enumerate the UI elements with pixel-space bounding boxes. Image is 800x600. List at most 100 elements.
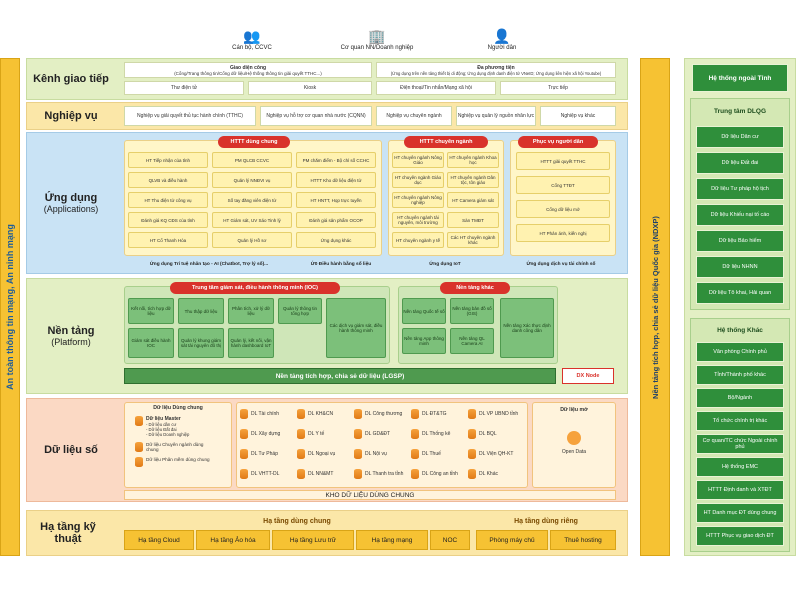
dulieu-nganh-label: DL Nội vụ	[365, 451, 387, 457]
hatang-item: NOC	[430, 530, 470, 550]
httt-dungchung-item: HT HNTT, Họp trực tuyến	[296, 192, 376, 208]
dc-item: Dữ liệu Phân mềm dùng chung	[146, 457, 210, 462]
dulieu-nganh-label: DL NN&MT	[308, 471, 334, 477]
kenh-dp-title: Đa phương tiện	[477, 64, 515, 71]
row-title: Kênh giao tiếp	[33, 73, 109, 85]
dulieu-nganh-label: DL Khác	[479, 471, 498, 477]
httt-dungchung-item: HTTT Kho dữ liệu điện tử	[296, 172, 376, 188]
ioc-item: Các dịch vụ giám sát, điều hành thông mi…	[326, 298, 386, 358]
database-icon	[411, 449, 419, 459]
dulieu-nganh-label: DL Tài chính	[251, 411, 280, 417]
dc-sub: - Dữ liệu Đất đai	[146, 427, 177, 432]
dulieu-mo-title: Dữ liệu mở	[560, 407, 588, 413]
dulieu-mo-panel: Dữ liệu mở Open Data	[532, 402, 616, 488]
hatang-item: Hạ tầng mạng	[356, 530, 428, 550]
dulieu-nganh-item: DL Thuế	[411, 448, 467, 460]
dulieu-nganh-item: DL VHTT-DL	[240, 468, 296, 480]
people-icon: 👥	[243, 28, 261, 44]
dulieu-dungchung-panel: Dữ liệu Dùng chung Dữ liệu Master- Dữ li…	[124, 402, 232, 488]
httt-dungchung-item: Ứng dụng khác	[296, 232, 376, 248]
nghiep-item: Nghiệp vụ chuyên ngành	[376, 106, 452, 126]
phucvu-title: Phục vụ người dân	[518, 136, 598, 148]
database-icon	[135, 416, 143, 426]
actor-nguoidan: 👤 Người dân	[472, 28, 532, 52]
database-icon	[297, 469, 305, 479]
ioc-item: Kết nối, tích hợp dữ liệu	[128, 298, 174, 324]
dulieu-nganh-item: DL Y tế	[297, 428, 353, 440]
httt-dungchung-item: HT Thu điện tử công vụ	[128, 192, 208, 208]
phucvu-item: Cổng TTĐT	[516, 176, 610, 194]
httt-dungchung-item: Quản lý NNĐVI vụ	[212, 172, 292, 188]
httt-dungchung-item: Quản lý Hồ sơ	[212, 232, 292, 248]
dulieu-nganh-label: DL Ngoại vụ	[308, 451, 336, 457]
dulieu-nganh-label: DL KH&CN	[308, 411, 334, 417]
row-title: Hạ tầng kỹ thuật	[40, 521, 96, 545]
dlqg-item: Dữ liệu Đất đai	[696, 152, 784, 174]
dulieu-nganh-label: DL VP UBND tỉnh	[479, 411, 519, 417]
httt-dungchung-item: QLVB và điều hành	[128, 172, 208, 188]
row-title: Dữ liệu số	[44, 444, 98, 456]
nentang-khac-item: Nền tảng Xác thực định danh công dân	[500, 298, 554, 358]
database-icon	[135, 457, 143, 467]
kenh-item: Kiosk	[248, 81, 372, 95]
dulieu-nganh-label: DL Viện QH-KT	[479, 451, 514, 457]
database-icon	[354, 409, 362, 419]
dlqg-item: Dữ liệu NHNN	[696, 256, 784, 278]
khac-item: HTTT Phục vụ giao dịch ĐT	[696, 526, 784, 546]
database-icon	[411, 409, 419, 419]
database-icon	[468, 469, 476, 479]
kenh-dp-text: (Ứng dụng trên nền tảng thiết bị di động…	[390, 70, 602, 76]
khac-item: Tỉnh/Thành phố khác	[696, 365, 784, 385]
database-icon	[240, 469, 248, 479]
nghiep-item: Nghiệp vụ giải quyết thủ tục hành chính …	[124, 106, 256, 126]
httt-dungchung-item: Đánh giá KQ CĐS của tỉnh	[128, 212, 208, 228]
database-icon	[297, 409, 305, 419]
row-label-dulieu: Dữ liệu số	[26, 398, 116, 502]
dulieu-nganh-label: DL Thống kê	[422, 431, 451, 437]
database-icon	[240, 409, 248, 419]
httt-chuyennganh-item: HT chuyên ngành Dân tộc, tôn giáo	[447, 172, 499, 188]
httt-chuyennganh-item: HT chuyên ngành Giáo dục	[392, 172, 444, 188]
httt-chuyennganh-item: HT chuyên ngành y tế	[392, 232, 444, 248]
dulieu-nganh-item: DL Khác	[468, 468, 524, 480]
dulieu-nganh-label: DL ĐT&TG	[422, 411, 447, 417]
database-icon	[468, 429, 476, 439]
dulieu-nganh-label: DL Thuế	[422, 451, 441, 457]
dc-row: Dữ liệu Chuyên ngành dùng chung	[135, 442, 231, 452]
row-title: Nghiệp vụ	[44, 110, 98, 122]
nentang-khac-item: Nền tảng bản đồ số (GIS)	[450, 298, 494, 324]
nentang-khac-item: Nền tảng Quốc tế số	[402, 298, 446, 324]
hatang-item: Hạ tầng Ảo hóa	[196, 530, 270, 550]
ioc-item: Quản lý khung giám sát tài nguyên đô thị	[178, 328, 224, 358]
database-icon	[240, 429, 248, 439]
row-subtitle: (Applications)	[43, 204, 99, 214]
ndxp-label: Nền tảng tích hợp, chia sẻ dữ liệu Quốc …	[650, 215, 660, 399]
dulieu-nganh-item: DL Xây dựng	[240, 428, 296, 440]
khac-title: Hệ thống Khác	[717, 326, 763, 334]
row-subtitle: (Platform)	[51, 337, 91, 347]
httt-dungchung-item: Đánh giá sản phẩm OCOP	[296, 212, 376, 228]
building-icon: 🏢	[368, 28, 386, 44]
httt-chuyennganh-item: HT chuyên ngành Nông nghiệp	[392, 192, 444, 208]
dulieu-nganh-item: DL Công thương	[354, 408, 410, 420]
httt-dungchung-title: HTTT dùng chung	[218, 136, 290, 148]
ioc-item: Thu thập dữ liệu	[178, 298, 224, 324]
dlqg-item: Dữ liệu Tô khai, Hải quan	[696, 282, 784, 304]
dulieu-nganh-item: DL ĐT&TG	[411, 408, 467, 420]
citizen-icon: 👤	[493, 28, 511, 44]
actor-label: Người dân	[487, 45, 517, 51]
dulieu-nganh-label: DL VHTT-DL	[251, 471, 280, 477]
ungdung-bottom-item: Ứng dụng dịch vụ tài chính số	[526, 261, 596, 267]
dulieu-nganh-item: DL Công an tỉnh	[411, 468, 467, 480]
dulieu-nganh-label: DL Tư Pháp	[251, 451, 278, 457]
kenh-gd-text: (Cổng/Trang thông tin/Cổng dữ liệu/Hệ th…	[174, 70, 322, 76]
actor-label: Cơ quan NN/Doanh nghiệp	[340, 45, 414, 51]
phucvu-item: Cổng dữ liệu mở	[516, 200, 610, 218]
dulieu-nganh-label: DL BQL	[479, 431, 497, 437]
nentang-khac-item: Nền tảng QL Camera AI	[450, 328, 494, 354]
dlqg-item: Dữ liệu Tư pháp hộ tịch	[696, 178, 784, 200]
phucvu-item: HTTT giải quyết TTHC	[516, 152, 610, 170]
kenh-item: Trực tiếp	[500, 81, 616, 95]
httt-dungchung-item: Số tay đăng viên điện tử	[212, 192, 292, 208]
khac-item: HT Danh mục ĐT dùng chung	[696, 503, 784, 523]
